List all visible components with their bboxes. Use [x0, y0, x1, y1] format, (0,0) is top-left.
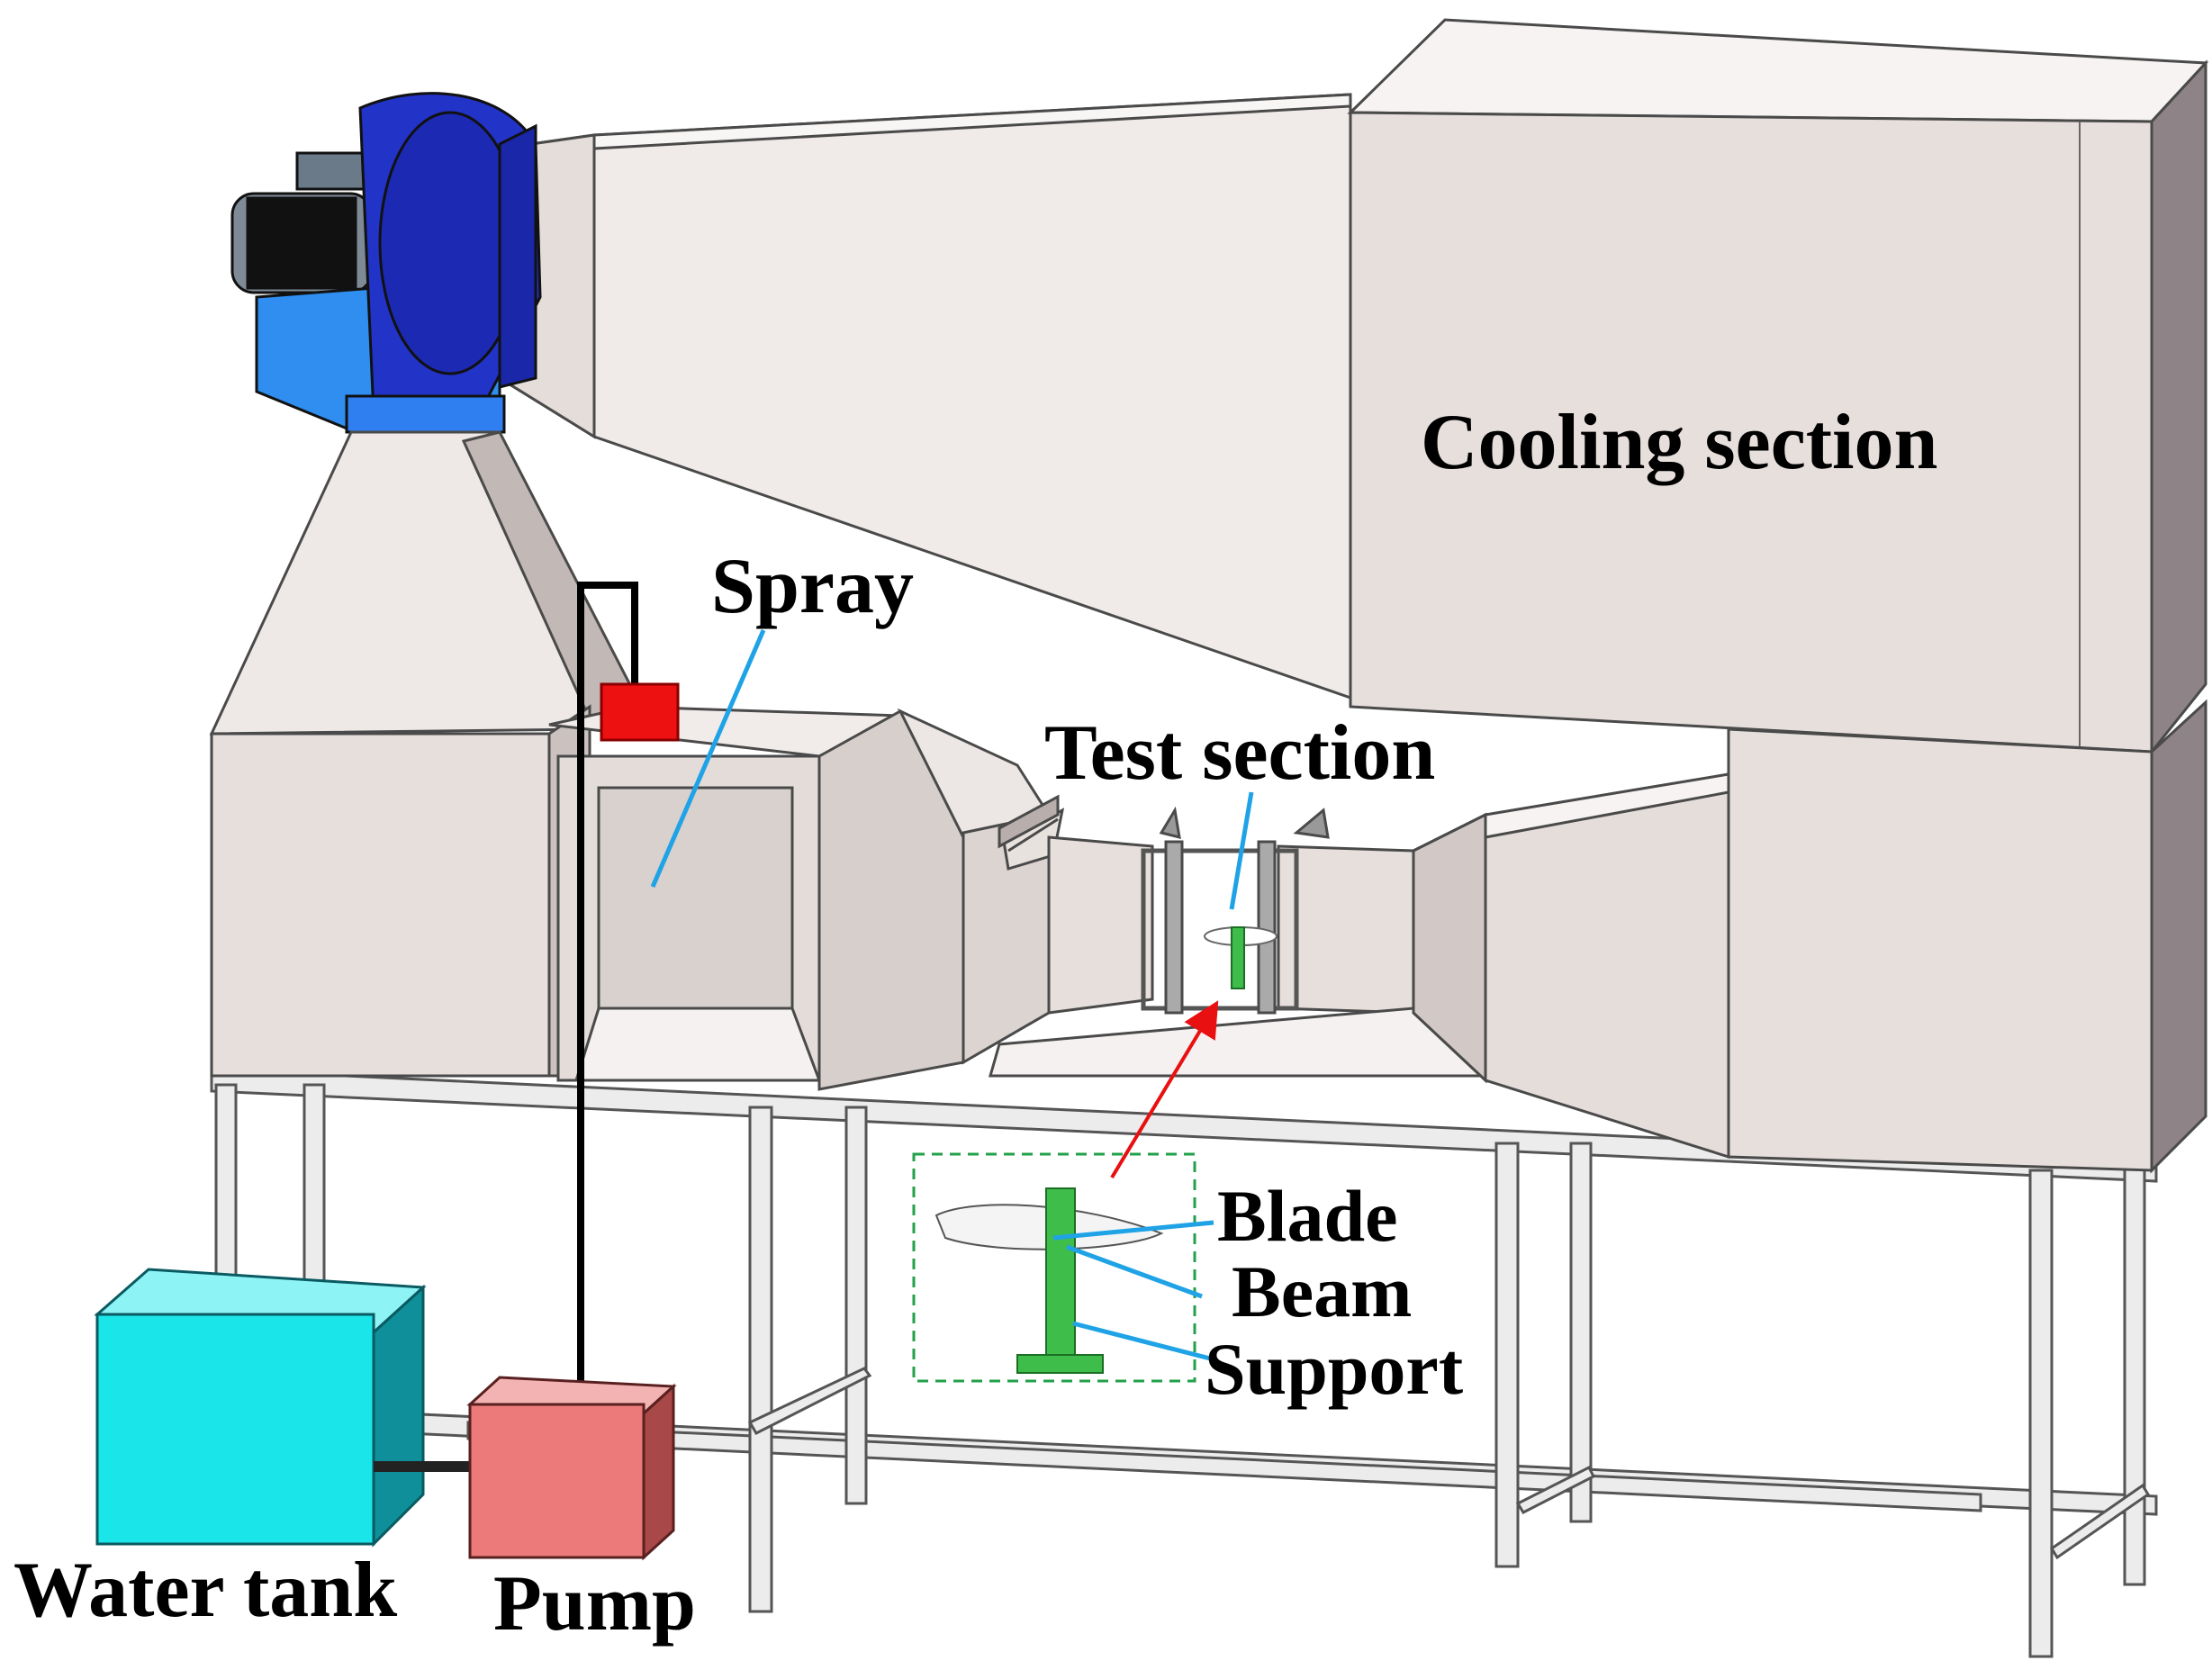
support-post [1045, 1187, 1076, 1360]
fan-assembly [230, 92, 542, 434]
test-section-leader [1229, 791, 1254, 910]
water-tank [94, 1268, 427, 1548]
label-pump: Pump [493, 1560, 696, 1647]
label-cooling-section: Cooling section [1421, 399, 1937, 486]
feed-pipe [374, 1461, 473, 1472]
label-water-tank: Water tank [14, 1547, 397, 1634]
diffuser-section [1412, 772, 1730, 1160]
label-test-section: Test section [1044, 709, 1435, 797]
spray-leader [650, 629, 766, 888]
spray-pipe [577, 582, 680, 1404]
support-base [1016, 1354, 1104, 1374]
leader-lines [650, 629, 1254, 1362]
blade-model-inset [912, 1152, 1196, 1383]
spray-section [548, 705, 1052, 1091]
label-spray: Spray [711, 543, 914, 630]
return-duct [498, 93, 1352, 700]
pump [466, 1376, 677, 1561]
test-section-chamber [989, 806, 1489, 1078]
label-beam: Beam [1232, 1250, 1412, 1332]
label-support: Support [1205, 1328, 1463, 1410]
beam-leader [1066, 1244, 1203, 1299]
support-leader [1072, 1321, 1214, 1362]
spray-nozzle [600, 682, 680, 742]
cooling-section-box [1347, 18, 2209, 756]
support-frame [210, 1068, 2158, 1658]
label-blade: Blade [1217, 1175, 1397, 1257]
diffuser-lower-box [1727, 699, 2207, 1174]
blade-leader [1052, 1220, 1214, 1241]
zoom-arrow [1110, 1000, 1219, 1179]
